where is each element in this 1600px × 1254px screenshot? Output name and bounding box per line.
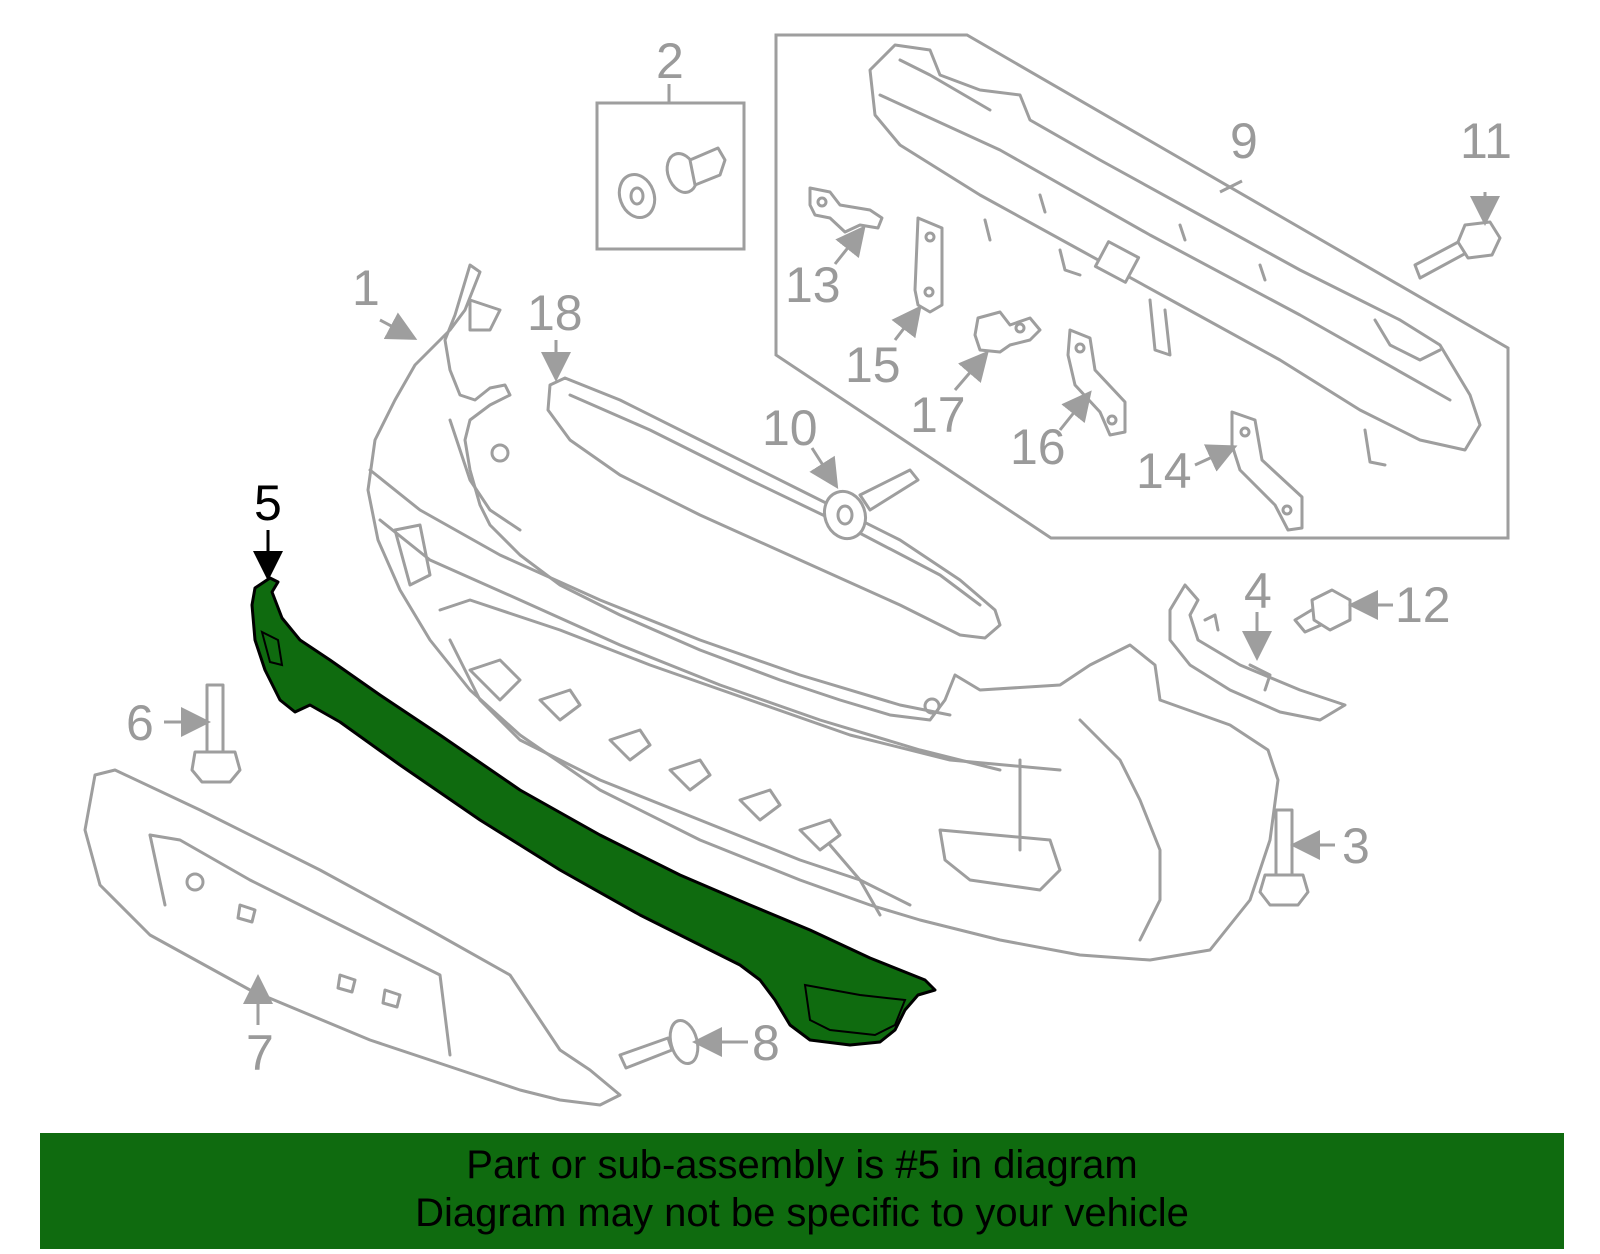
part-12-clip: [1293, 588, 1352, 634]
part-15-bracket: [913, 216, 944, 314]
part-6-bolt: [190, 683, 242, 784]
part-9-reinforcement-beam: [868, 43, 1482, 467]
part-7-lower-panel: [83, 768, 622, 1107]
part-4-side-bracket: [1168, 583, 1347, 722]
callout-16: 16: [1010, 419, 1066, 475]
callout-18: 18: [527, 285, 583, 341]
callout-6: 6: [126, 695, 154, 751]
callout-10: 10: [762, 400, 818, 456]
callout-1: 1: [352, 260, 380, 316]
part-8-pushpin: [618, 1018, 700, 1070]
part-2-clip-box: [595, 101, 746, 251]
part-5-lower-valance-highlighted: [250, 576, 937, 1047]
banner-line-part: Part or sub-assembly is #5 in diagram: [466, 1143, 1138, 1187]
part-3-bolt: [1258, 808, 1310, 907]
callout-4: 4: [1244, 563, 1272, 619]
part-10-pushpin: [822, 468, 920, 541]
part-18-absorber: [546, 376, 1002, 640]
part-17-bracket: [973, 310, 1042, 354]
callout-13: 13: [785, 257, 841, 313]
callout-3: 3: [1342, 818, 1370, 874]
callout-7: 7: [246, 1025, 274, 1081]
callout-15: 15: [845, 337, 901, 393]
callout-14: 14: [1136, 443, 1192, 499]
part-11-bolt: [1413, 220, 1502, 280]
callout-9: 9: [1230, 113, 1258, 169]
callout-5: 5: [254, 475, 282, 531]
callout-8: 8: [752, 1015, 780, 1071]
callout-labels: 1 2 3 4 5 6 7 8 9 10 11 12 13 14 15 16 1…: [126, 33, 1512, 1081]
notice-banner: Part or sub-assembly is #5 in diagram Di…: [40, 1133, 1564, 1249]
part-1-bumper-cover: [366, 263, 1280, 962]
part-16-bracket: [1066, 328, 1127, 437]
callout-12: 12: [1395, 577, 1451, 633]
callout-17: 17: [910, 387, 966, 443]
leader-lines: [164, 84, 1500, 1057]
callout-2: 2: [656, 33, 684, 89]
banner-line-disclaimer: Diagram may not be specific to your vehi…: [415, 1191, 1189, 1235]
callout-11: 11: [1460, 113, 1512, 169]
part-13-bracket: [808, 186, 884, 234]
